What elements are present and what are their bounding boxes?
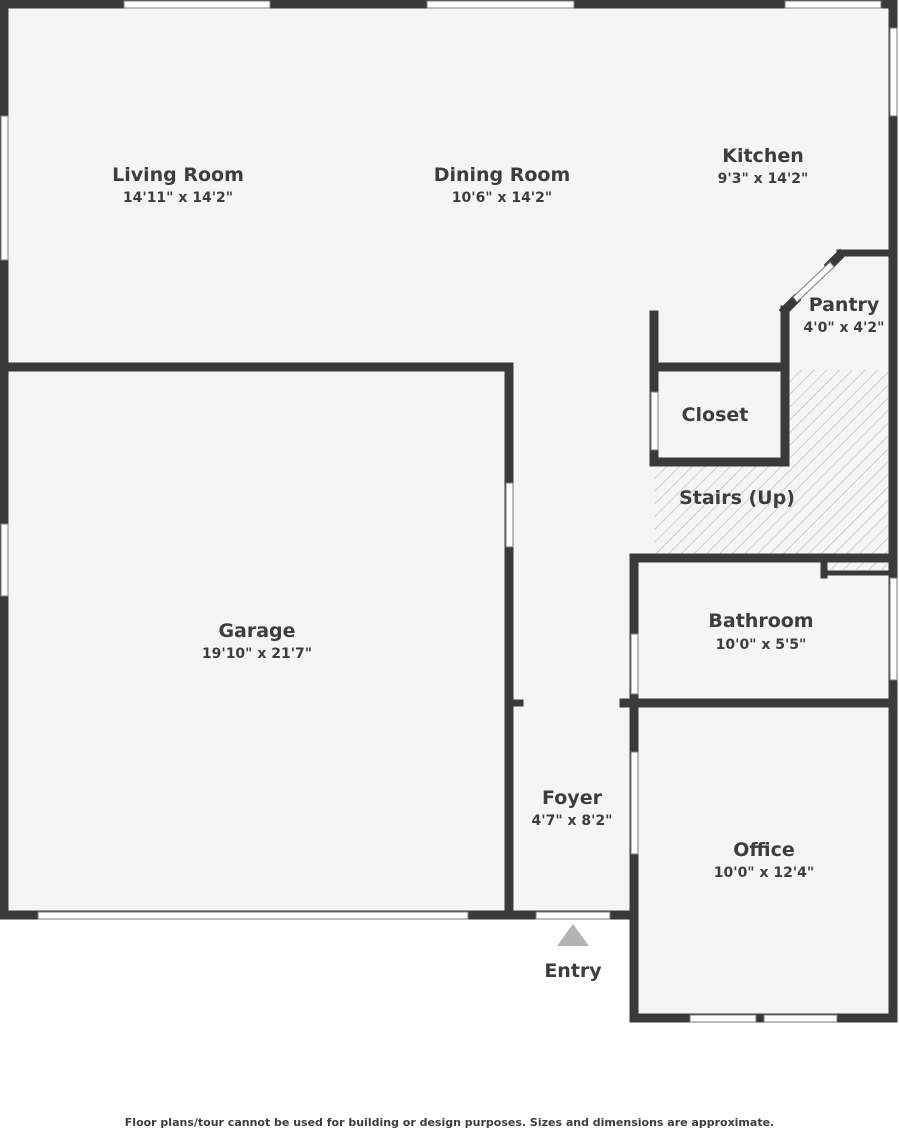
bathroom: Bathroom 10'0" x 5'5" [708,610,813,653]
kitchen-name: Kitchen [722,145,804,167]
dining-room: Dining Room 10'6" x 14'2" [434,164,571,206]
closet: Closet [682,404,749,426]
entry-label: Entry [544,960,602,982]
closet-name: Closet [682,404,749,426]
office-dimensions: 10'0" x 12'4" [714,865,814,881]
pantry-name: Pantry [809,294,880,316]
walls [0,0,898,1023]
living-room: Living Room 14'11" x 14'2" [112,164,244,206]
stairs: Stairs (Up) [679,487,795,509]
dining-room-name: Dining Room [434,164,571,186]
office: Office 10'0" x 12'4" [714,839,814,881]
garage: Garage 19'10" x 21'7" [202,620,312,662]
bathroom-name: Bathroom [708,610,813,632]
living-room-dimensions: 14'11" x 14'2" [123,190,233,206]
kitchen-dimensions: 9'3" x 14'2" [718,171,809,187]
bathroom-dimensions: 10'0" x 5'5" [716,637,807,653]
windows [0,0,898,1023]
stairs-landing [828,562,888,570]
garage-name: Garage [218,620,295,642]
garage-dimensions: 19'10" x 21'7" [202,646,312,662]
office-name: Office [733,839,795,861]
dining-room-dimensions: 10'6" x 14'2" [452,190,552,206]
disclaimer-text: Floor plans/tour cannot be used for buil… [124,1116,775,1129]
foyer-name: Foyer [542,787,603,809]
living-room-name: Living Room [112,164,244,186]
foyer-dimensions: 4'7" x 8'2" [532,813,613,829]
pantry-dimensions: 4'0" x 4'2" [804,320,885,336]
kitchen: Kitchen 9'3" x 14'2" [718,145,809,187]
pantry: Pantry 4'0" x 4'2" [804,294,885,336]
entry-arrow-icon [557,924,589,946]
foyer: Foyer 4'7" x 8'2" [532,787,613,829]
stairs-name: Stairs (Up) [679,487,795,509]
